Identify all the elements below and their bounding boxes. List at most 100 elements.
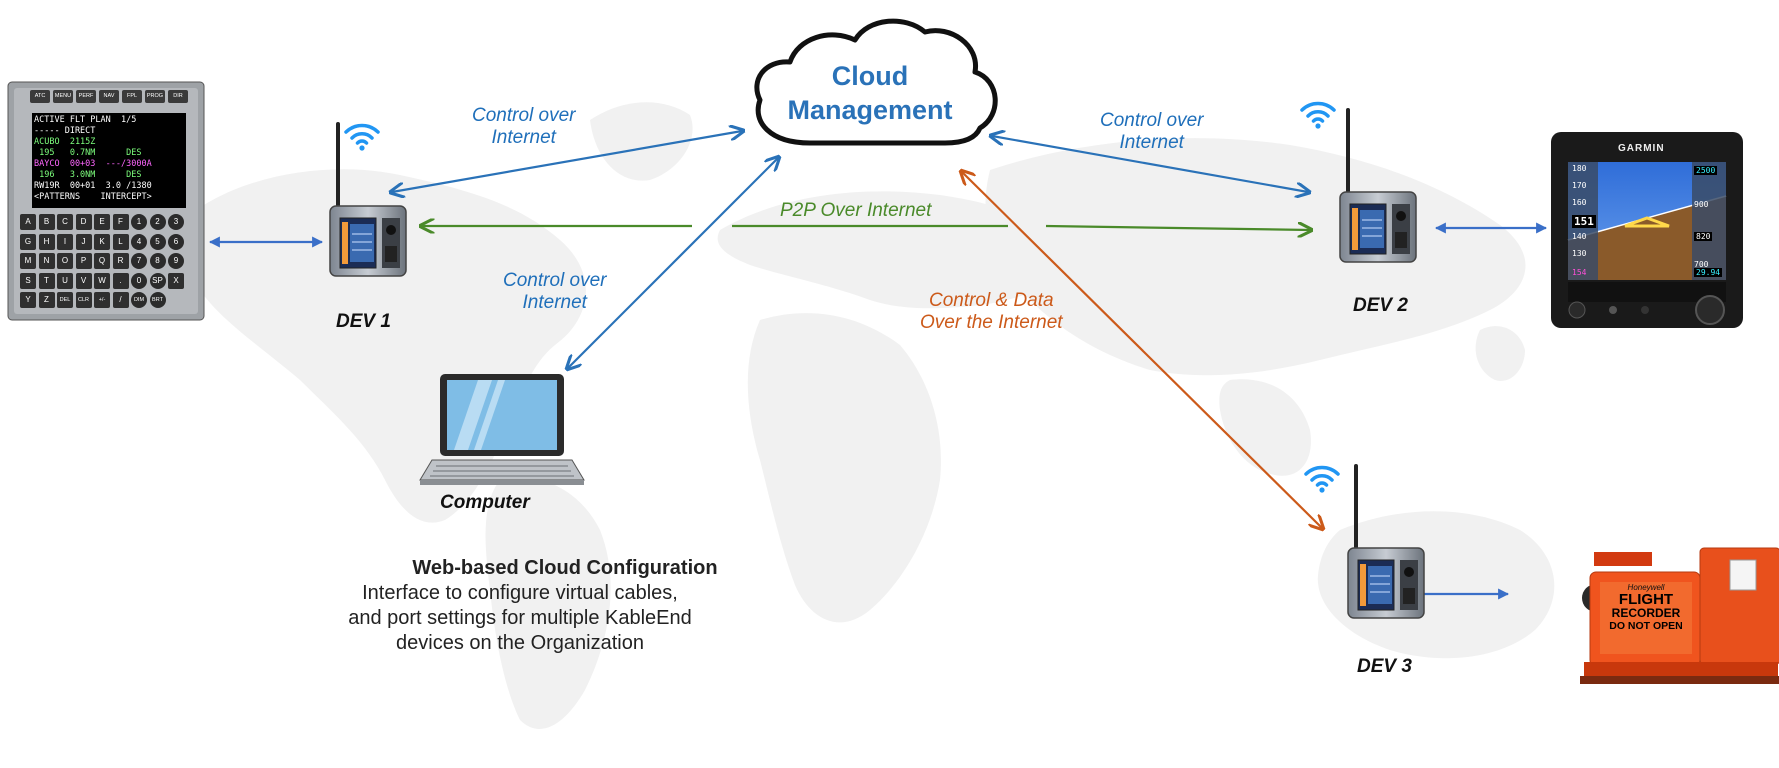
cdu-key: SP	[149, 272, 166, 289]
cdu-top-key: ATC	[30, 90, 50, 103]
cdu-key: G	[20, 233, 36, 250]
description-title: Web-based Cloud Configuration	[412, 557, 718, 579]
dev1-control-label: Control over Internet	[472, 105, 576, 149]
cdu-key: 5	[149, 233, 166, 250]
cdu-top-key: PERF	[76, 90, 96, 103]
cdu-key: 8	[149, 253, 166, 269]
cdu-key: A	[20, 214, 36, 230]
cdu-key: O	[57, 253, 73, 269]
cdu-screen-line: 196 3.0NM DES	[34, 170, 142, 180]
dev3-control-label: Control & Data Over the Internet	[920, 290, 1063, 334]
recorder-brand: Honeywell	[1627, 583, 1665, 592]
pfd-altitude-value: 2500	[1694, 166, 1718, 175]
cdu-top-key: MENU	[53, 90, 73, 103]
recorder-line3: DO NOT OPEN	[1609, 620, 1683, 632]
cdu-key: C	[57, 214, 73, 230]
cdu-screen-line: RW19R 00+01 3.0 /1380	[34, 181, 152, 191]
cdu-top-key: PROG	[145, 90, 165, 103]
wifi-icon-dev2	[1300, 101, 1336, 131]
dev1-control-line1: Control over	[472, 105, 576, 126]
cloud-icon	[754, 18, 998, 146]
cdu-key: T	[38, 272, 55, 289]
pfd-altitude-value: 29.94	[1694, 268, 1723, 277]
recorder-line1: FLIGHT	[1618, 591, 1674, 608]
cdu-key: 9	[168, 253, 184, 269]
dev3-control-line2: Over the Internet	[920, 312, 1063, 333]
dev1-label: DEV 1	[336, 311, 391, 332]
cloud-label-line2: Management	[787, 95, 953, 125]
pfd-speed-value: 170	[1572, 181, 1587, 190]
cdu-key: R	[112, 253, 129, 269]
cdu-key: S	[20, 272, 36, 289]
laptop-icon	[419, 374, 585, 485]
link-arrows	[208, 131, 1548, 600]
cdu-screen-line: ACUBO 2115Z	[34, 137, 96, 147]
cdu-key: 6	[168, 233, 184, 250]
cdu-screen-line: ACTIVE FLT PLAN 1/5	[34, 115, 137, 125]
cdu-key: I	[57, 233, 73, 250]
cdu-key: 3	[168, 214, 184, 230]
pfd-altitude-value: 700	[1694, 260, 1709, 269]
cdu-key: +/-	[94, 292, 110, 308]
cdu-key: BRT	[149, 292, 166, 308]
pfd-altitude-value: 820	[1694, 232, 1713, 241]
cdu-key: L	[112, 233, 129, 250]
cdu-key: 4	[131, 233, 147, 250]
cloud-label-line1: Cloud	[831, 61, 909, 91]
cdu-screen-line: <PATTERNS INTERCEPT>	[34, 192, 152, 202]
computer-label: Computer	[440, 492, 530, 513]
cdu-key: W	[94, 272, 110, 289]
cdu-key: Z	[38, 292, 55, 308]
dev3-label: DEV 3	[1357, 656, 1412, 677]
description-line3: devices on the Organization	[396, 632, 644, 654]
dev1-control-line2: Internet	[491, 127, 556, 148]
pfd-speed-tape: 180 170 160 151 140 130 154	[1570, 164, 1598, 280]
cdu-key: P	[75, 253, 92, 269]
pfd-speed-value: 140	[1572, 232, 1587, 241]
cdu-key: X	[168, 272, 184, 289]
pfd-speed-value: 151	[1572, 215, 1596, 228]
dev2-control-line2: Internet	[1119, 132, 1184, 153]
cdu-key: J	[75, 233, 92, 250]
cdu-key: Y	[20, 292, 36, 308]
dev3-control-line1: Control & Data	[928, 290, 1054, 311]
cdu-screen-line: BAYCO 00+03 ---/3000A	[34, 159, 152, 169]
pfd-speed-value: 180	[1572, 164, 1587, 173]
wifi-icon-dev1	[344, 123, 380, 153]
description-line1: Interface to configure virtual cables,	[362, 582, 678, 604]
cdu-top-key: DIR	[168, 90, 188, 103]
pfd-speed-value: 154	[1572, 268, 1587, 277]
cdu-top-key: NAV	[99, 90, 119, 103]
arrow-cloud-dev3	[962, 172, 1322, 528]
recorder-label: Honeywell FLIGHT RECORDER DO NOT OPEN	[1600, 583, 1692, 632]
cdu-top-key: FPL	[122, 90, 142, 103]
cdu-key: D	[75, 214, 92, 230]
cdu-key: F	[112, 214, 129, 230]
dev2-label: DEV 2	[1353, 295, 1408, 316]
computer-control-line2: Internet	[522, 292, 587, 313]
cdu-key: CLR	[75, 292, 92, 308]
arrow-cloud-computer	[568, 158, 778, 368]
cdu-key: /	[112, 292, 129, 308]
pfd-icon	[1551, 132, 1743, 328]
cloud-management-label: Cloud Management	[760, 59, 980, 127]
cdu-key: DEL	[57, 292, 73, 308]
cdu-key: B	[38, 214, 55, 230]
cdu-key: 0	[131, 272, 147, 289]
pfd-speed-value: 130	[1572, 249, 1587, 258]
computer-control-label: Control over Internet	[503, 270, 607, 314]
cdu-key: 7	[131, 253, 147, 269]
cdu-key: E	[94, 214, 110, 230]
cdu-key: 1	[131, 214, 147, 230]
cdu-key: 2	[149, 214, 166, 230]
pfd-speed-value: 160	[1572, 198, 1587, 207]
p2p-label: P2P Over Internet	[780, 200, 932, 221]
cdu-key: DIM	[131, 292, 147, 308]
cdu-key: U	[57, 272, 73, 289]
